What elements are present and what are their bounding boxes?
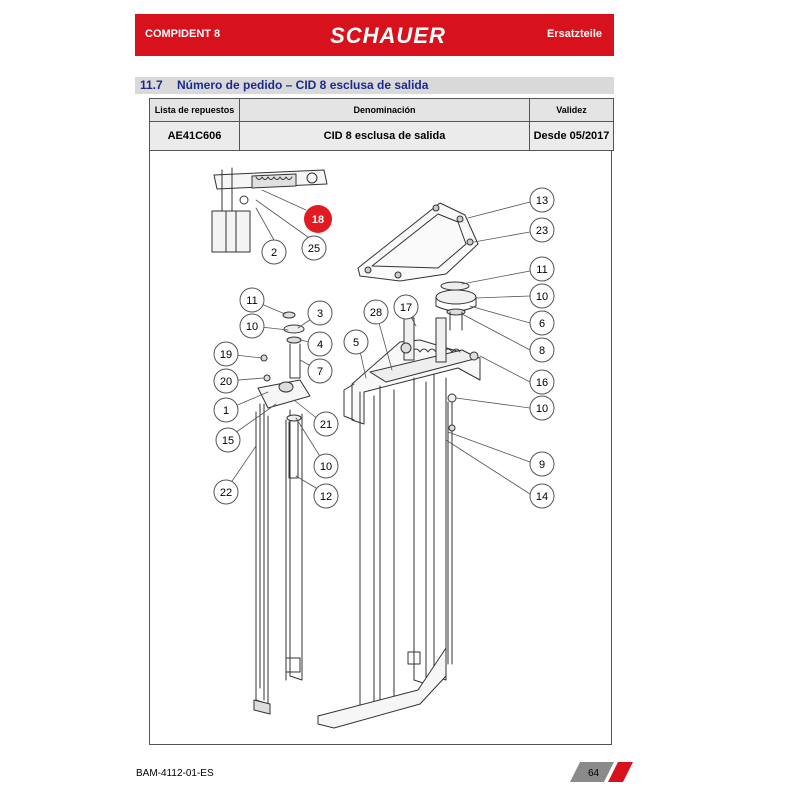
callout-16: 16 [529, 369, 555, 395]
callout-22: 22 [213, 479, 239, 505]
svg-text:28: 28 [370, 307, 382, 319]
callout-6: 6 [529, 310, 555, 336]
header-section-label: Ersatzteile [546, 28, 602, 40]
svg-text:13: 13 [536, 195, 548, 207]
callout-2: 2 [261, 239, 287, 265]
section-number: 11.7 [140, 78, 163, 92]
cell-designation: CID 8 esclusa de salida [239, 121, 530, 151]
header-product: COMPIDENT 8 [145, 28, 221, 40]
header-band: COMPIDENT 8 SCHAUER Ersatzteile [135, 14, 614, 56]
callout-10: 10 [529, 283, 555, 309]
callout-1: 1 [213, 397, 239, 423]
svg-text:15: 15 [222, 435, 234, 447]
svg-text:10: 10 [536, 291, 548, 303]
svg-text:9: 9 [539, 459, 545, 471]
svg-text:19: 19 [220, 349, 232, 361]
svg-text:8: 8 [539, 345, 545, 357]
svg-text:25: 25 [308, 243, 320, 255]
footer-doc-id: BAM-4112-01-ES [136, 768, 214, 779]
svg-text:16: 16 [536, 377, 548, 389]
callout-9: 9 [529, 451, 555, 477]
callout-5: 5 [343, 329, 369, 355]
callout-14: 14 [529, 483, 555, 509]
brand-logo-text: SCHAUER [330, 23, 446, 48]
callout-21: 21 [313, 411, 339, 437]
callout-11: 11 [529, 256, 555, 282]
callout-7: 7 [307, 358, 333, 384]
callout-23: 23 [529, 217, 555, 243]
leader-lines [225, 189, 531, 495]
callouts: 2 25 18 13 23 11 10 6 8 16 10 9 14 17 28… [213, 187, 555, 509]
callout-3: 3 [307, 300, 333, 326]
svg-text:14: 14 [536, 491, 548, 503]
callout-18-highlight: 18 [304, 205, 332, 233]
top-cover-plate [357, 202, 479, 282]
svg-text:12: 12 [320, 491, 332, 503]
parts-table-row: AE41C606 CID 8 esclusa de salida Desde 0… [149, 121, 614, 151]
section-bar: 11.7 Número de pedido – CID 8 esclusa de… [135, 77, 614, 94]
line-art [211, 167, 531, 729]
callout-25: 25 [301, 235, 327, 261]
svg-text:3: 3 [317, 308, 323, 320]
svg-text:10: 10 [536, 403, 548, 415]
cell-validity: Desde 05/2017 [529, 121, 614, 151]
parts-table: Lista de repuestos Denominación Validez … [149, 98, 614, 151]
brand-logo: SCHAUER [330, 23, 446, 48]
svg-text:11: 11 [536, 264, 547, 276]
svg-text:6: 6 [539, 318, 545, 330]
svg-text:1: 1 [223, 405, 229, 417]
drawing-frame [149, 151, 612, 745]
callout-19: 19 [213, 341, 239, 367]
section-title: Número de pedido – CID 8 esclusa de sali… [177, 78, 429, 92]
right-frame-posts [317, 373, 457, 729]
callout-10: 10 [239, 313, 265, 339]
svg-text:17: 17 [400, 302, 412, 314]
page-number: 64 [588, 768, 600, 779]
right-carriage-top [351, 317, 481, 425]
header-cell-designation: Denominación [239, 98, 530, 122]
callout-8: 8 [529, 337, 555, 363]
svg-text:7: 7 [317, 366, 323, 378]
svg-text:23: 23 [536, 225, 548, 237]
svg-text:10: 10 [320, 461, 332, 473]
cell-parts-list-number: AE41C606 [149, 121, 240, 151]
svg-text:10: 10 [246, 321, 258, 333]
callout-11: 11 [239, 287, 265, 313]
svg-text:11: 11 [246, 295, 257, 307]
callout-12: 12 [313, 483, 339, 509]
svg-text:22: 22 [220, 487, 232, 499]
callout-28: 28 [363, 299, 389, 325]
callout-15: 15 [215, 427, 241, 453]
svg-text:2: 2 [271, 247, 277, 259]
callout-10: 10 [313, 453, 339, 479]
svg-text:4: 4 [317, 339, 323, 351]
inset-detail [211, 167, 328, 253]
parts-table-header-row: Lista de repuestos Denominación Validez [149, 98, 614, 122]
callout-4: 4 [307, 331, 333, 357]
header-cell-parts-list: Lista de repuestos [149, 98, 240, 122]
callout-13: 13 [529, 187, 555, 213]
svg-text:18: 18 [312, 214, 324, 226]
exploded-view-drawing: 2 25 18 13 23 11 10 6 8 16 10 9 14 17 28… [211, 167, 555, 729]
page-number-tab [570, 762, 633, 782]
svg-text:20: 20 [220, 376, 232, 388]
svg-text:5: 5 [353, 337, 359, 349]
callout-10: 10 [529, 395, 555, 421]
header-cell-validity: Validez [529, 98, 614, 122]
svg-text:21: 21 [320, 419, 332, 431]
callout-17: 17 [393, 294, 419, 320]
callout-20: 20 [213, 368, 239, 394]
left-column-assembly [253, 311, 311, 715]
